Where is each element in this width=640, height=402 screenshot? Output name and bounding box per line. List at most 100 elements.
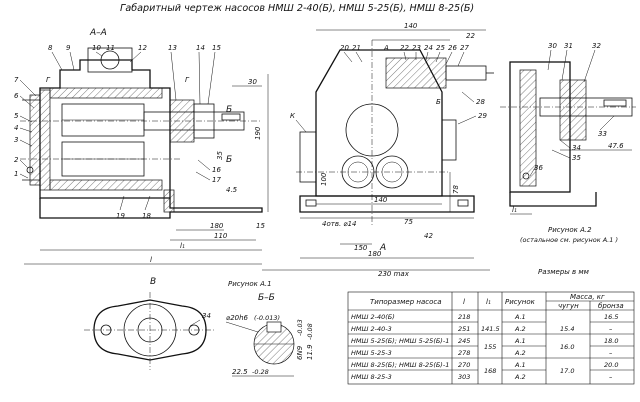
callout-9: 9 [66,44,71,52]
front-base [299,195,475,213]
dim-150: 150 [354,244,368,252]
row-2-l: 251 [458,325,470,333]
group-3-cast: 17.0 [560,367,574,375]
callout-a-front: А [383,44,389,52]
row-4-fig: А.2 [514,349,526,357]
th-mass: Масса, кг [570,293,605,301]
row-6-type: НМШ 8-25-3 [351,373,392,381]
figure-a2-view [500,61,636,207]
left-wall-hatch [39,89,51,191]
foot-hatch [163,189,175,213]
caption-fig-a1: Рисунок А.1 [228,280,272,288]
dim-22-5: 22.5 [232,368,248,376]
drain-plug [26,166,34,174]
front-side-flange [299,131,317,183]
th-figure: Рисунок [505,298,536,306]
group-2-l1: 155 [484,343,496,351]
callout-33: 33 [598,130,607,138]
top-port [100,50,120,70]
callout-6: 6 [14,92,19,100]
group-3-bronze: 20.0 [604,361,618,369]
callout-13: 13 [168,44,177,52]
shaft-key [221,113,241,121]
callout-32: 32 [592,42,601,50]
callout-11: 11 [106,44,115,52]
row-3-fig: А.1 [514,337,526,345]
dim-20h6-tol: (-0.013) [254,314,280,322]
callout-28: 28 [476,98,485,106]
dim-l1: l₁ [180,242,185,250]
callout-30: 30 [548,42,557,50]
callouts-left: 8 9 10 11 12 13 14 15 7 6 5 4 3 2 1 16 1… [14,44,232,220]
callout-10: 10 [92,44,101,52]
row-5-type: НМШ 8-25(Б); НМШ 8-25(Б)-1 [351,361,449,369]
th-l1: l₁ [486,298,491,306]
a2-flange [519,69,537,187]
callout-15: 15 [212,44,221,52]
dim-l: l [150,256,152,264]
section-a-arrow-label: А [379,243,386,253]
th-bronze: бронза [598,302,624,310]
bb-keyway [266,321,282,333]
dim-42: 42 [424,232,433,240]
section-bb-label: Б–Б [258,293,275,303]
dim-11-9-tol: -0.08 [306,323,314,340]
size-table: Типоразмер насоса l l₁ Рисунок Масса, кг… [347,291,635,385]
section-aa-label: А–А [89,28,107,38]
row-2-type: НМШ 2-40-3 [351,325,392,333]
th-type: Типоразмер насоса [370,298,442,306]
callout-1: 1 [14,170,18,178]
callout-20: 20 [340,44,349,52]
callout-14: 14 [196,44,205,52]
relief-valve-cap [445,65,487,81]
section-aa-view: А–А [20,28,263,219]
base-plate [39,198,263,219]
front-view [296,40,494,225]
dim-100: 100 [320,172,328,186]
group-1-cast: 15.4 [560,325,574,333]
group-3-bronze-b: – [609,373,612,381]
mount-hole-right [457,199,469,207]
row-1-type: НМШ 2-40(Б) [351,313,395,321]
section-bb: Б–Б ⌀20h6 (-0.013) 22.5 -0.28 6N9 -0.03 … [225,293,314,377]
dim-l1-a2: l₁ [512,206,517,214]
mount-hole-left [305,199,317,207]
dim-holes: 4отв. ⌀14 [322,220,357,228]
pump-body-outline [39,59,171,199]
callouts-a2: 30 31 32 33 34 35 36 47.6 l₁ Рисунок А.2… [510,42,632,276]
dim-6n9: 6N9 [296,345,304,360]
row-2-fig: А.2 [514,325,526,333]
callout-34-b: 34 [202,312,211,320]
callout-18: 18 [142,212,151,220]
mark-k: К [290,112,296,120]
dim-22-5-tol: -0.28 [252,368,269,376]
dim-30: 30 [248,78,257,86]
callout-35: 35 [572,154,581,162]
view-b-label: В [150,277,156,287]
dim-6n9-tol: -0.03 [296,319,304,336]
callout-29: 29 [478,112,487,120]
th-cast-iron: чугун [558,302,579,310]
dim-190: 190 [254,126,262,140]
callout-21: 21 [352,44,361,52]
dim-47-6: 47.6 [608,142,624,150]
dim-78: 78 [452,185,460,194]
dim-140-top: 140 [404,22,418,30]
end-cover-hatch [29,94,41,186]
callout-8: 8 [48,44,53,52]
dim-20h6: ⌀20h6 [226,314,249,322]
a2-bolt [522,172,530,180]
view-b: В 34 [84,277,216,370]
callout-31: 31 [564,42,573,50]
callout-36: 36 [534,164,543,172]
drawing-title: Габаритный чертеж насосов НМШ 2-40(Б), Н… [120,2,474,14]
relief-valve [385,57,447,89]
dim-22: 22 [466,32,475,40]
row-5-l: 270 [458,361,470,369]
callout-17: 17 [212,176,221,184]
group-1-bronze: 16.5 [604,313,618,321]
callout-5: 5 [14,112,19,120]
group-2-bronze-b: – [609,349,612,357]
callout-26: 26 [448,44,457,52]
callout-2: 2 [14,156,19,164]
